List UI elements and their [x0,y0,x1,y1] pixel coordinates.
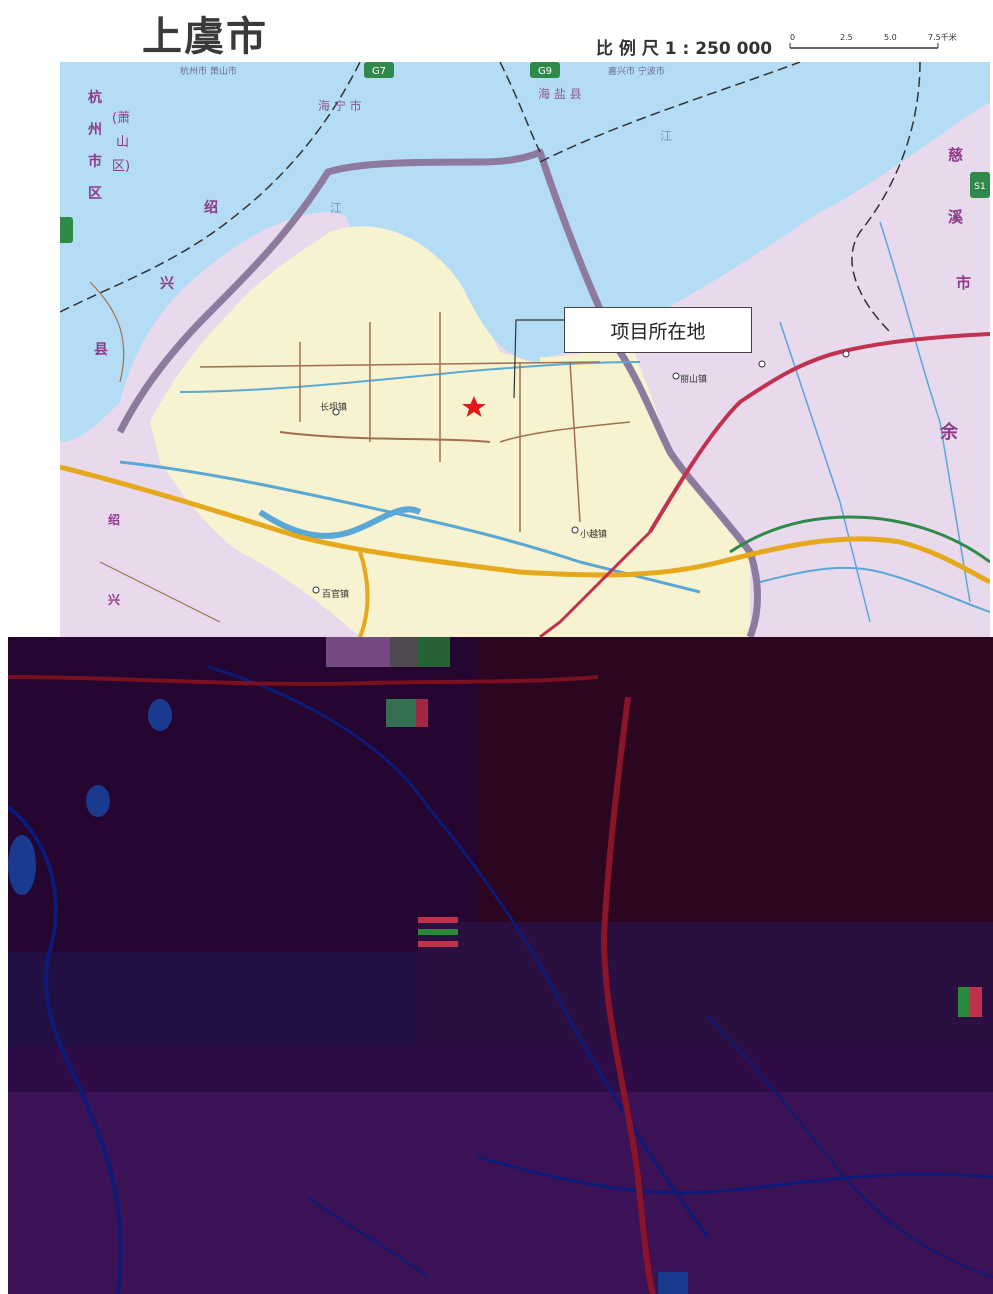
svg-text:慈: 慈 [948,146,963,164]
svg-text:市: 市 [88,153,102,170]
svg-text:州: 州 [87,122,102,138]
svg-text:江: 江 [660,129,672,143]
svg-text:溪: 溪 [948,208,964,226]
map-area[interactable]: G7 G9 S1 杭州市 萧山市 嘉兴市 宁波市 海 宁 市 海 盐 县 杭 州… [60,62,990,637]
shield-left-icon [60,217,73,243]
map-canvas: G7 G9 S1 杭州市 萧山市 嘉兴市 宁波市 海 宁 市 海 盐 县 杭 州… [60,62,990,637]
scale-indicator: 比 例 尺 1 : 250 000 0 2.5 5.0 7.5千米 [596,30,986,59]
scale-bar: 0 2.5 5.0 7.5千米 [789,32,957,49]
project-location-callout: 项目所在地 [564,307,752,353]
scale-tick-3: 7.5千米 [928,32,957,42]
svg-text:江: 江 [330,201,342,215]
map-title: 上虞市 [142,13,268,60]
svg-text:余: 余 [939,421,959,443]
scale-ratio: 比 例 尺 1 : 250 000 [596,39,773,59]
label-north-right: 嘉兴市 宁波市 [608,65,665,77]
svg-text:丽山镇: 丽山镇 [680,373,707,385]
svg-text:县: 县 [94,342,108,358]
scale-tick-2: 5.0 [884,33,897,42]
label-north-left: 杭州市 萧山市 [180,65,237,77]
scale-tick-1: 2.5 [840,33,853,42]
svg-text:绍: 绍 [204,199,218,216]
svg-text:小越镇: 小越镇 [580,528,607,540]
label-haining: 海 宁 市 [318,98,362,113]
highway [60,464,990,585]
shield-g9-icon: G9 [530,62,560,78]
svg-text:区): 区) [112,159,130,174]
shield-g7-icon: G7 [364,62,394,78]
railway [648,332,990,534]
corrupted-map-region [8,637,993,1294]
svg-text:杭: 杭 [88,89,102,106]
svg-text:百官镇: 百官镇 [322,588,349,600]
scale-tick-0: 0 [790,33,795,42]
svg-text:绍: 绍 [108,512,120,527]
shield-s1-icon: S1 [970,172,990,198]
svg-text:山: 山 [116,135,129,150]
svg-text:兴: 兴 [108,592,120,607]
svg-text:长坝镇: 长坝镇 [320,401,347,413]
svg-text:G9: G9 [538,66,552,77]
svg-text:(萧: (萧 [112,111,130,126]
project-location-star-icon [462,396,486,417]
svg-text:区: 区 [88,186,102,202]
svg-text:兴: 兴 [160,275,174,292]
label-haiyan: 海 盐 县 [538,86,582,101]
svg-text:S1: S1 [974,182,985,192]
corrupted-map-canvas [8,637,993,1294]
svg-text:G7: G7 [372,66,386,77]
svg-text:市: 市 [956,274,971,292]
